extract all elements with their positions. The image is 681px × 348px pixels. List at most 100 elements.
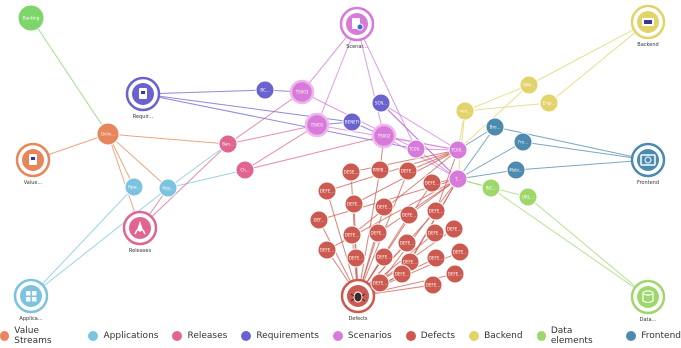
legend-item-requirements[interactable]: Requirements — [241, 331, 319, 341]
node-d5[interactable]: DEFE... — [422, 173, 442, 193]
legend-item-value-streams[interactable]: Value Streams — [0, 326, 74, 346]
node-inner-label: Fro... — [518, 140, 528, 145]
node-rel1[interactable]: Ban... — [218, 134, 238, 154]
node-d4[interactable]: DEFE... — [398, 161, 418, 181]
node-be1[interactable]: Offe... — [519, 75, 539, 95]
node-scn2[interactable]: TS001 — [304, 112, 330, 138]
node-rel_icon[interactable]: Releases — [122, 210, 158, 254]
node-sc2[interactable]: TC00... — [448, 140, 468, 160]
node-d22[interactable]: DEFE... — [392, 264, 412, 284]
node-banking[interactable]: Banking — [17, 4, 45, 32]
node-be_icon[interactable]: Backend — [630, 4, 666, 48]
node-sc3[interactable]: T... — [448, 169, 468, 189]
node-d10[interactable]: DEFE... — [444, 219, 464, 239]
node-app1[interactable]: Hpw... — [124, 177, 144, 197]
node-app2[interactable]: Hpy... — [158, 178, 178, 198]
node-rel2[interactable]: Ch... — [235, 160, 255, 180]
node-fe_icon[interactable]: Frontend — [630, 142, 666, 186]
node-disc — [342, 225, 362, 245]
legend-swatch — [332, 331, 343, 341]
node-inner-label: DEFE... — [428, 231, 442, 236]
node-d9[interactable]: DEFE... — [426, 201, 446, 221]
node-d21[interactable]: DEFE... — [450, 242, 470, 262]
node-disc — [346, 248, 366, 268]
node-d20[interactable]: DEFE... — [426, 248, 446, 268]
node-vs_icon[interactable]: Value... — [15, 142, 51, 186]
node-inner-label: DEFE... — [349, 256, 363, 261]
edge-d9-sc2 — [435, 149, 459, 212]
node-inner-label: TS003 — [295, 90, 309, 95]
node-d24[interactable]: DEFE... — [445, 264, 465, 284]
legend-item-applications[interactable]: Applications — [88, 331, 158, 341]
edge-rel1-scn2 — [227, 124, 318, 145]
node-d25[interactable]: DEFE... — [370, 273, 390, 293]
node-d7[interactable]: DEFE... — [374, 197, 394, 217]
node-inner-label: TC00... — [408, 147, 423, 152]
node-disc — [519, 75, 539, 95]
node-d11[interactable]: DEF... — [309, 210, 329, 230]
node-disc — [342, 112, 362, 132]
legend-item-backend[interactable]: Backend — [469, 331, 523, 341]
edge-sc2-req3 — [380, 102, 459, 151]
document-icon — [29, 154, 37, 165]
node-req2[interactable]: BENEFI — [342, 112, 362, 132]
node-inner-label: URL... — [522, 195, 534, 200]
node-d2[interactable]: DESE... — [341, 162, 361, 182]
node-de1[interactable]: INC... — [481, 178, 501, 198]
node-disc — [422, 173, 442, 193]
node-sc1[interactable]: TC00... — [406, 139, 426, 159]
node-req3[interactable]: SCN... — [371, 93, 391, 113]
edge-fe_icon-fe3 — [515, 159, 649, 171]
node-d1[interactable]: DEFE... — [317, 181, 337, 201]
node-fe2[interactable]: Fro... — [513, 132, 533, 152]
node-def_icon[interactable]: Defects — [340, 278, 376, 322]
node-de_icon[interactable]: Data... — [630, 279, 666, 323]
node-d8[interactable]: DEFE... — [399, 205, 419, 225]
node-d23[interactable]: DEFE... — [423, 275, 443, 295]
legend-item-frontend[interactable]: Frontend — [626, 331, 681, 341]
edge-fe1-sc3 — [457, 126, 496, 180]
node-d14[interactable]: DEFE... — [397, 233, 417, 253]
node-app_icon[interactable]: Applica... — [13, 278, 49, 322]
node-vs_hub[interactable]: Onlin... — [96, 122, 120, 146]
edge-rel2-scn3 — [244, 135, 385, 171]
edge-d25-sc3 — [379, 178, 459, 284]
node-d12[interactable]: DEFE... — [342, 225, 362, 245]
node-fe1[interactable]: Bro... — [485, 117, 505, 137]
node-scn3[interactable]: TS002 — [371, 123, 397, 149]
node-inner-label: DEFE... — [377, 255, 391, 260]
node-inner-label: DEFE... — [373, 281, 387, 286]
node-scn1[interactable]: TS003 — [289, 79, 315, 105]
node-d6[interactable]: DEFE... — [344, 194, 364, 214]
node-fe3[interactable]: Mobi... — [506, 160, 526, 180]
node-disc — [455, 101, 475, 121]
node-inner-label: DEFE... — [453, 250, 467, 255]
node-disc — [20, 285, 42, 307]
bug-icon — [350, 291, 366, 303]
node-de2[interactable]: URL... — [518, 187, 538, 207]
node-disc — [218, 134, 238, 154]
legend-item-releases[interactable]: Releases — [172, 331, 227, 341]
node-d16[interactable]: DEFE... — [317, 240, 337, 260]
legend-swatch — [172, 331, 183, 341]
legend-item-scenarios[interactable]: Scenarios — [332, 331, 392, 341]
node-d17[interactable]: DEFE... — [346, 248, 366, 268]
node-disc — [374, 247, 394, 267]
node-req1[interactable]: BC... — [255, 80, 275, 100]
node-d18[interactable]: DEFE... — [374, 247, 394, 267]
node-be3[interactable]: mid... — [455, 101, 475, 121]
node-scen_icon[interactable]: Scenar... — [339, 6, 375, 50]
node-d13[interactable]: DEFE... — [368, 223, 388, 243]
node-d15[interactable]: DEFE... — [425, 223, 445, 243]
node-inner-label: INC... — [486, 186, 497, 191]
node-disc — [399, 205, 419, 225]
node-req_icon[interactable]: Requir... — [125, 76, 161, 120]
edge-fe_icon-fe2 — [522, 141, 649, 161]
node-be2[interactable]: Engi... — [539, 93, 559, 113]
legend-item-defects[interactable]: Defects — [405, 331, 455, 341]
node-d3[interactable]: PRPB... — [370, 160, 390, 180]
node-disc — [450, 242, 470, 262]
legend-item-data-elements[interactable]: Data elements — [536, 326, 613, 346]
node-disc — [235, 160, 255, 180]
